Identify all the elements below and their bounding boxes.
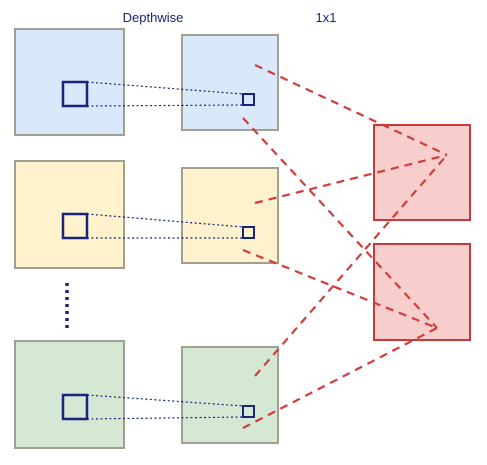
input-kernel-yellow [61, 212, 89, 240]
pointwise-heading: 1x1 [316, 10, 337, 25]
depthwise-pixel-yellow [242, 226, 255, 239]
projection-lines [86, 81, 244, 420]
projection-line [86, 104, 244, 107]
projection-line [86, 394, 244, 407]
pointwise-line [242, 248, 438, 330]
pointwise-channel-bottom [373, 243, 471, 341]
depthwise-channel-blue [181, 34, 279, 131]
depthwise-pixel-blue [242, 93, 255, 106]
pointwise-line [242, 117, 438, 329]
pointwise-line [254, 64, 448, 156]
pointwise-line [254, 154, 448, 377]
pointwise-lines [242, 64, 448, 429]
input-kernel-green [61, 393, 89, 421]
pointwise-line [254, 153, 448, 205]
depthwise-pixel-green [242, 405, 255, 418]
pointwise-channel-top [373, 124, 471, 221]
depthwise-channel-yellow [181, 167, 279, 264]
input-kernel-blue [61, 80, 89, 108]
depthwise-heading: Depthwise [123, 10, 184, 25]
projection-line [86, 416, 244, 420]
depthwise-channel-green [181, 346, 279, 444]
projection-line [86, 81, 244, 95]
projection-line [86, 213, 244, 228]
